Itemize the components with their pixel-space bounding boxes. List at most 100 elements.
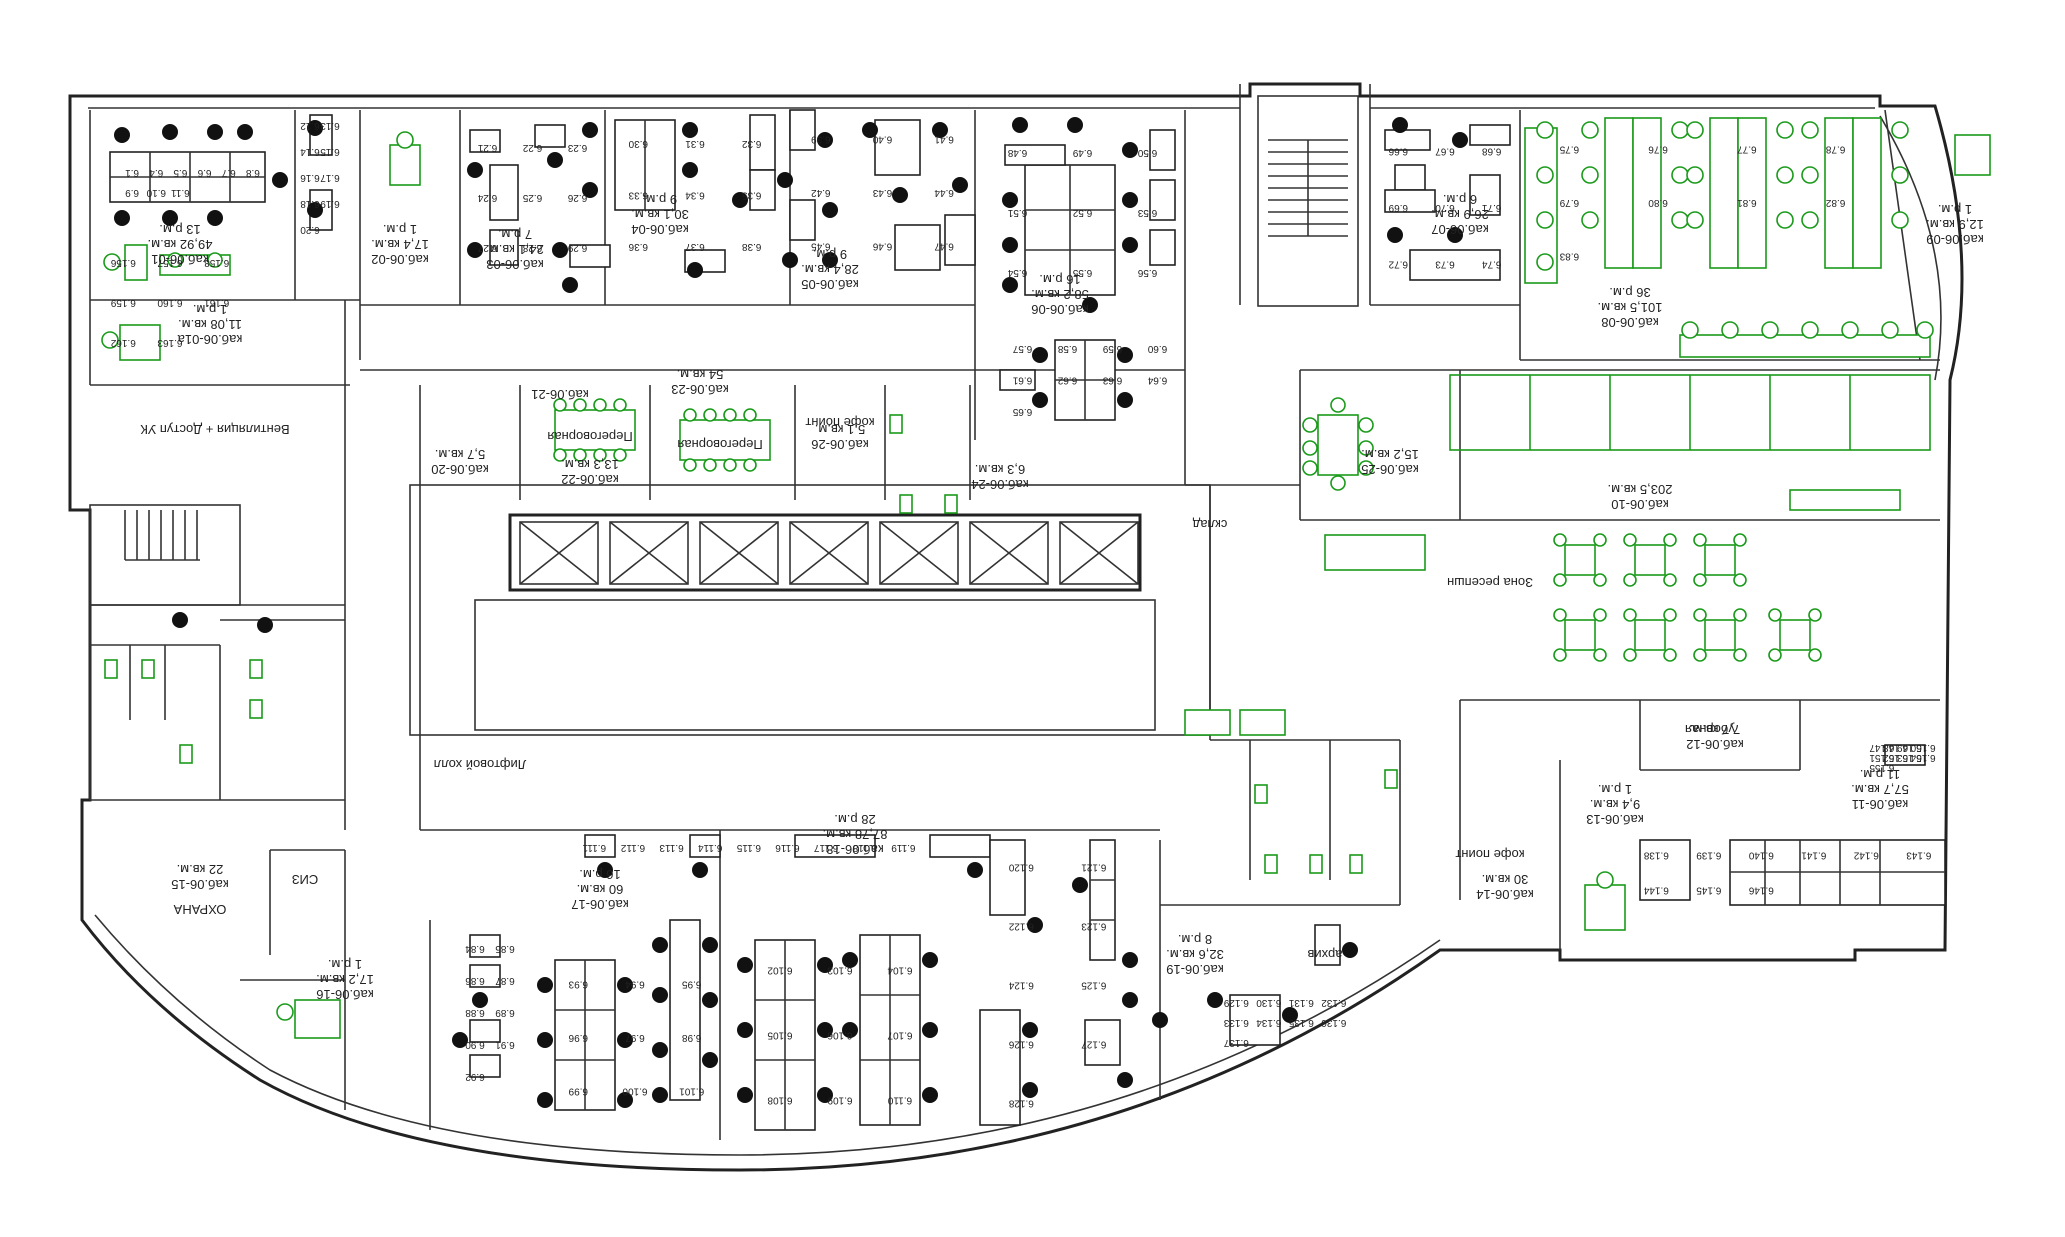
workstation-number: 6.56 (1137, 267, 1157, 278)
workstation-number: 6.97 (625, 1032, 645, 1043)
workstation-number: 6.64 (1147, 375, 1167, 386)
room-label-line: каб.06-01а (177, 332, 243, 347)
workstation-number: 6.85 (495, 943, 515, 954)
green-meeting-rooms-top (553, 398, 771, 472)
workstation-number: 6.84 (465, 943, 485, 954)
workstation-number: 6.135 (1288, 1017, 1313, 1028)
room-label-line: каб.06-14 (1476, 887, 1534, 902)
workstation-number: 6.30 (628, 138, 648, 149)
room-label-line: каб.06-10 (1611, 497, 1669, 512)
workstation-number: 6.120 (1008, 862, 1033, 873)
workstation-number: 6.92 (465, 1071, 485, 1082)
workstation-number: 6.81 (1737, 197, 1757, 208)
workstation-number: 6.75 (1559, 144, 1579, 155)
workstation-number: 6.49 (1072, 147, 1092, 158)
workstation-number: 6.62 (1057, 375, 1077, 386)
workstation-number: 6.87 (495, 975, 515, 986)
room-label-line: каб.06-25 (1361, 462, 1419, 477)
workstation-number: 6.22 (522, 142, 542, 153)
building-outline (68, 82, 1964, 1172)
zone-label-coffee_top: кофе поинт (805, 415, 874, 430)
workstation-number: 6.20 (300, 224, 320, 235)
workstation-number: 6.70 (1435, 202, 1455, 213)
workstation-number: 6.134 (1256, 1017, 1281, 1028)
workstation-number: 6.101 (679, 1085, 704, 1096)
room-label-line: 203,5 кв.м. (1608, 482, 1673, 497)
workstation-number: 6.119 (891, 842, 916, 853)
workstation-number: 6.136 (1321, 1017, 1346, 1028)
room-label-line: 11 р.м. (1860, 767, 1901, 782)
room-label-line: 32,6 кв.м. (1166, 947, 1224, 962)
room-label-line: 54 кв.м. (677, 367, 724, 382)
room-label-line: 7 р.м. (498, 227, 532, 242)
room-label-r0612: каб.06-127,7 кв.м. (1686, 722, 1744, 752)
workstation-number: 6.47 (934, 240, 954, 251)
room-label-line: 16 р.м. (579, 867, 620, 882)
room-label-line: каб.06-24 (971, 477, 1029, 492)
workstation-number: 6.58 (1057, 343, 1077, 354)
left-lower-walls (89, 604, 431, 1130)
workstation-number: 6.74 (1482, 259, 1502, 270)
workstation-number: 6.90 (465, 1039, 485, 1050)
room-label-line: каб.06-15 (171, 877, 229, 892)
room-label-line: каб.06-11 (1852, 797, 1909, 812)
workstation-number: 6.153 (1896, 752, 1921, 763)
workstation-number: 6.91 (495, 1039, 515, 1050)
workstation-number: 6.32 (742, 138, 762, 149)
room-label-line: 1 р.м. (193, 302, 227, 317)
workstation-number: 6.107 (887, 1030, 912, 1041)
room-label-r0624: каб.06-246,3 кв.м. (971, 462, 1029, 492)
room-label-line: 9,4 кв.м. (1590, 797, 1640, 812)
workstation-number: 6.160 (157, 297, 182, 308)
workstation-number: 6.99 (568, 1085, 588, 1096)
workstation-number: 6.53 (1137, 207, 1157, 218)
room-label-line: 60 кв.м. (577, 882, 624, 897)
workstation-number: 6.54 (1007, 267, 1027, 278)
room-label-line: каб.06-17 (571, 897, 629, 912)
workstation-number: 6.95 (682, 979, 702, 990)
room-label-line: 1 р.м. (1598, 782, 1632, 797)
workstation-number: 6.150 (1910, 742, 1935, 753)
workstation-number: 6.83 (1559, 250, 1579, 261)
workstation-number: 6.102 (767, 965, 792, 976)
room-label-line: 11,08 кв.м. (178, 317, 242, 332)
zone-label-guard: ОХРАНА (173, 902, 226, 917)
workstation-number: 6.161 (204, 297, 229, 308)
workstation-number: 6.78 (1825, 144, 1845, 155)
room-label-line: 12,9 кв.м. (1926, 217, 1984, 232)
workstation-number: 6.7 (221, 167, 235, 178)
room-label-line: 28,4 кв.м. (801, 262, 859, 277)
workstation-number: 6.55 (1072, 267, 1092, 278)
zone-label-cleaning: уборная (1685, 722, 1735, 737)
room-label-line: каб.06-19 (1166, 962, 1224, 977)
workstation-number: 6.8 (246, 167, 260, 178)
workstation-number: 6.46 (872, 240, 892, 251)
room-label-line: 101,5 кв.м. (1598, 300, 1663, 315)
workstation-number: 6.71 (1482, 202, 1502, 213)
room-label-line: 24,1 кв.м. (486, 242, 544, 257)
room-label-line: 1 р.м. (383, 222, 417, 237)
workstation-number: 6.52 (1072, 207, 1092, 218)
workstation-number: 6.66 (1388, 145, 1408, 156)
room-label-line: каб.06-02 (371, 252, 429, 267)
workstation-number: 6.9 (125, 187, 139, 198)
workstation-number: 6.5 (173, 167, 187, 178)
room-label-line: 26,9 кв.м. (1431, 207, 1489, 222)
workstation-number: 6.40 (872, 134, 892, 145)
workstation-number: 6.103 (827, 965, 852, 976)
workstation-number: 6.19 (320, 198, 340, 209)
workstation-number: 6.65 (1012, 406, 1032, 417)
workstation-number: 6.141 (1801, 850, 1826, 861)
room-label-r0620: каб.06-205,7 кв.м. (431, 447, 489, 477)
workstation-number: 6.130 (1256, 997, 1281, 1008)
workstation-number: 6.113 (659, 842, 684, 853)
